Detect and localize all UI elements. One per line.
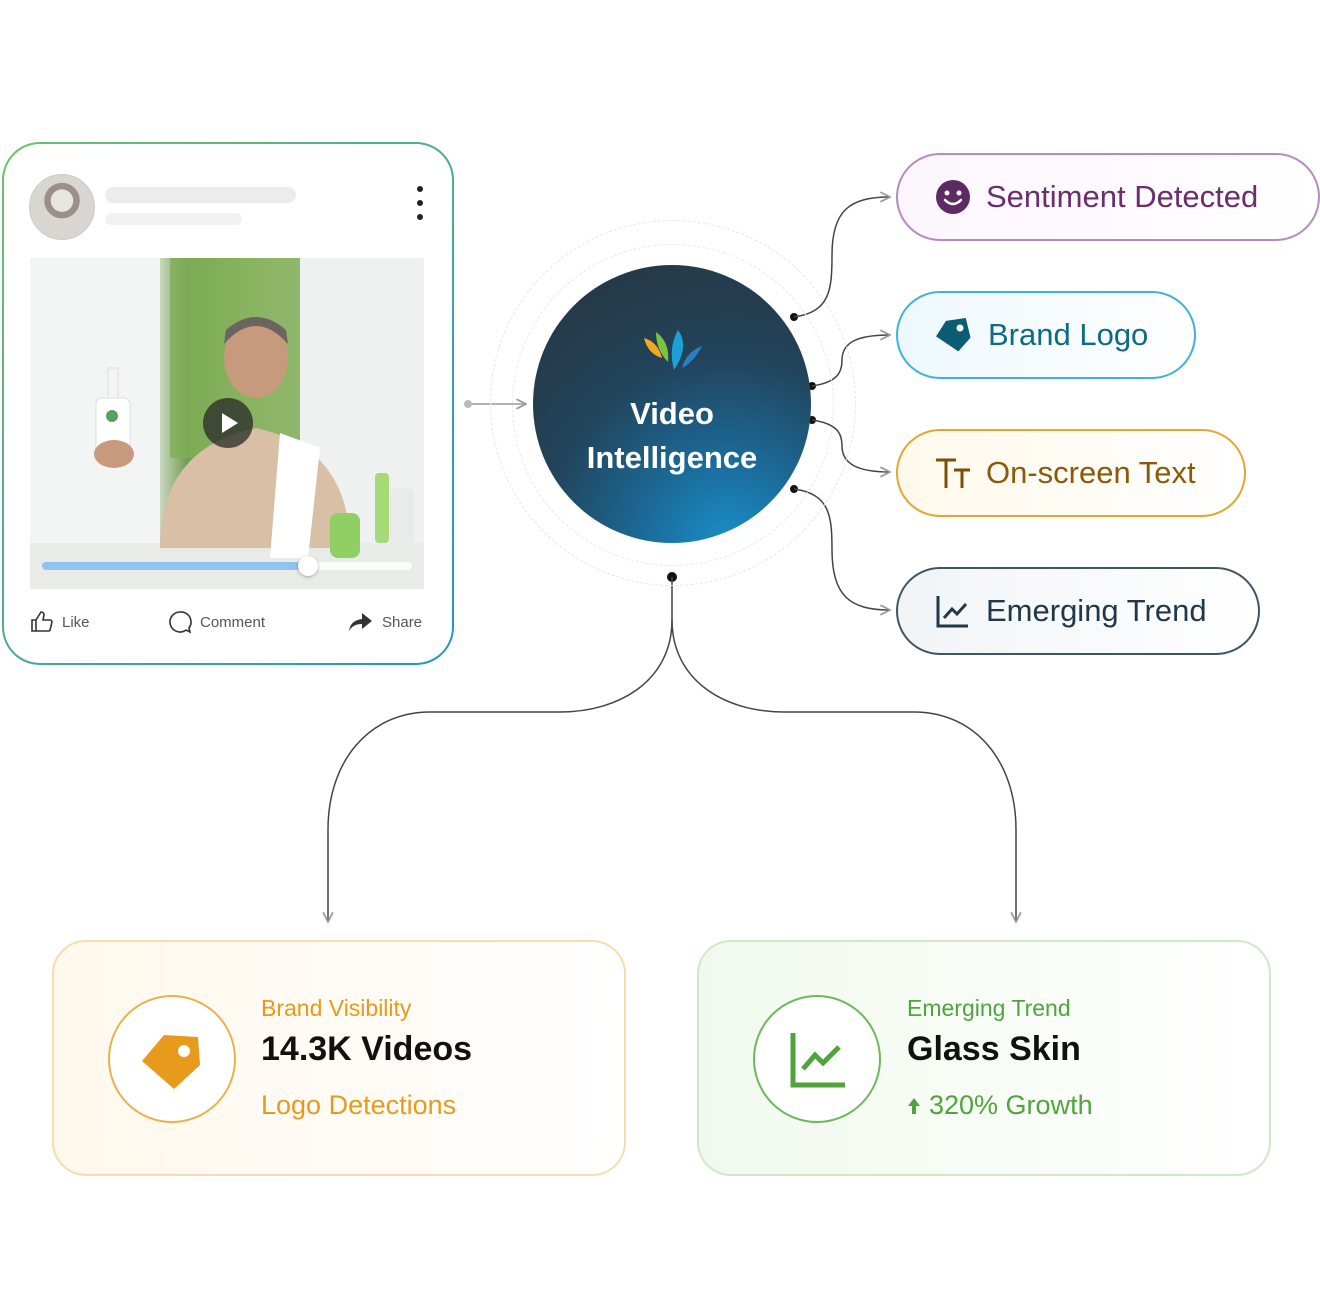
video-intelligence-node [533, 265, 811, 543]
share-button[interactable]: Share [348, 610, 422, 634]
like-label: Like [62, 613, 90, 631]
pill-emerging-trend-label: Emerging Trend [986, 593, 1207, 628]
brand-visibility-subtitle: Logo Detections [261, 1090, 457, 1120]
emerging-trend-title: Glass Skin [907, 1030, 1081, 1068]
share-arrow-icon [349, 613, 372, 631]
trend-chart-icon [790, 1033, 845, 1088]
comment-button[interactable]: Comment [168, 610, 265, 634]
brand-splash-logo-icon [644, 330, 702, 370]
center-title-line-1: Video [630, 396, 714, 431]
pill-brand-logo-label: Brand Logo [988, 317, 1149, 352]
play-button[interactable] [203, 398, 253, 448]
pill-on-screen-text-label: On-screen Text [986, 455, 1196, 490]
trend-chart-icon [936, 596, 968, 628]
pill-brand-logo: Brand Logo [896, 291, 1196, 379]
brand-visibility-title: 14.3K Videos [261, 1030, 473, 1068]
like-button[interactable]: Like [30, 610, 90, 634]
comment-bubble-icon [169, 611, 192, 634]
pill-sentiment-label: Sentiment Detected [986, 179, 1259, 214]
logo-petal-2 [656, 332, 669, 362]
emerging-trend-badge [753, 995, 881, 1123]
more-options-icon[interactable] [410, 186, 430, 228]
center-title: Video Intelligence [533, 392, 811, 480]
share-label: Share [382, 613, 423, 631]
pill-emerging-trend: Emerging Trend [896, 567, 1260, 655]
logo-petal-4 [682, 346, 702, 368]
logo-petal-3 [671, 330, 684, 370]
meta-placeholder [105, 213, 242, 225]
pill-on-screen-text: On-screen Text [896, 429, 1246, 517]
brand-visibility-category: Brand Visibility [261, 995, 412, 1021]
center-halo-inner [512, 244, 834, 566]
center-title-line-2: Intelligence [586, 440, 758, 475]
emerging-trend-subtitle-row: 320% Growth [907, 1090, 1093, 1121]
tag-icon [936, 318, 971, 352]
emerging-trend-subtitle: 320% Growth [929, 1090, 1093, 1120]
smiley-face-icon [936, 180, 970, 214]
username-placeholder [105, 187, 296, 203]
video-progress-handle[interactable] [298, 556, 319, 576]
text-size-icon [936, 458, 970, 488]
avatar[interactable] [29, 174, 95, 240]
comment-label: Comment [200, 613, 266, 631]
video-progress-fill [42, 562, 309, 570]
center-halo-outer [490, 220, 856, 586]
thumbs-up-icon [31, 611, 53, 632]
pill-sentiment-detected: Sentiment Detected [896, 153, 1320, 241]
arrow-up-icon [908, 1097, 920, 1114]
logo-petal-1 [644, 338, 662, 358]
emerging-trend-category: Emerging Trend [907, 995, 1071, 1021]
tag-icon [142, 1035, 200, 1089]
brand-visibility-badge [108, 995, 236, 1123]
